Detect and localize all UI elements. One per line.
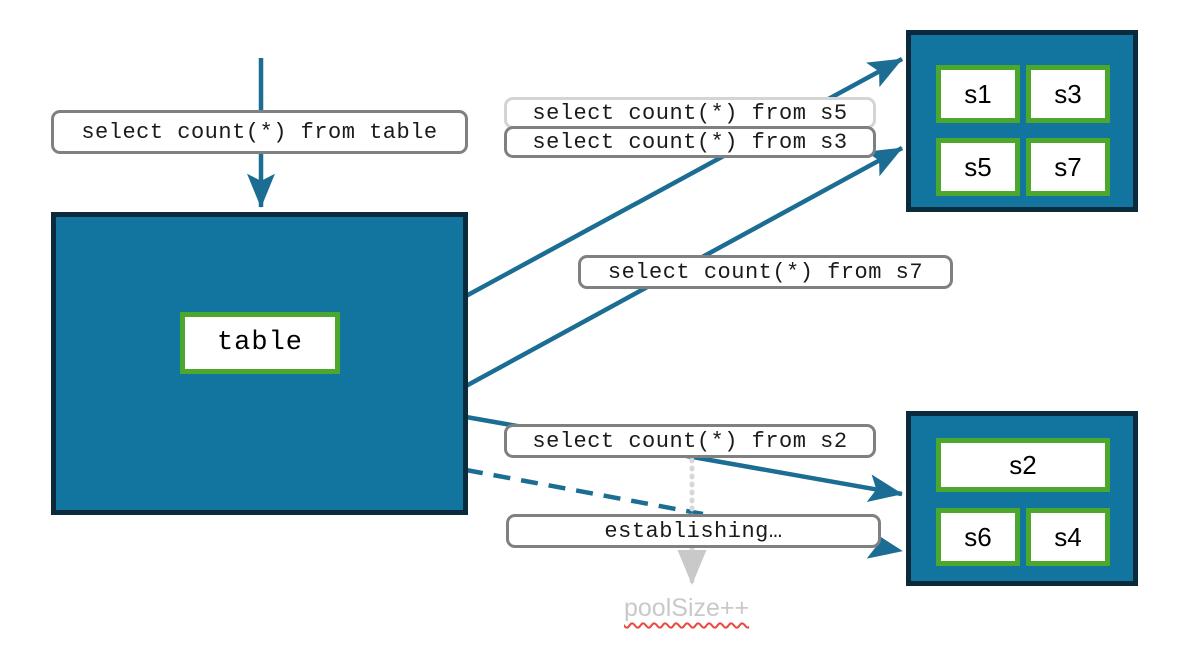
node-table[interactable]: table [180, 312, 340, 374]
node-s3[interactable]: s3 [1026, 65, 1110, 123]
node-s2[interactable]: s2 [936, 438, 1110, 492]
node-s6[interactable]: s6 [936, 508, 1020, 566]
node-s1[interactable]: s1 [936, 65, 1020, 123]
annotation-poolsize: poolSize++ [624, 594, 750, 622]
node-s7[interactable]: s7 [1026, 138, 1110, 196]
label-query-s2[interactable]: select count(*) from s2 [504, 424, 876, 458]
label-query-s3[interactable]: select count(*) from s3 [504, 126, 876, 158]
label-query-s5[interactable]: select count(*) from s5 [504, 97, 876, 129]
node-s4[interactable]: s4 [1026, 508, 1110, 566]
label-client-query[interactable]: select count(*) from table [51, 110, 468, 154]
label-establishing[interactable]: establishing… [506, 514, 881, 548]
node-s5[interactable]: s5 [936, 138, 1020, 196]
label-query-s7[interactable]: select count(*) from s7 [578, 255, 953, 289]
